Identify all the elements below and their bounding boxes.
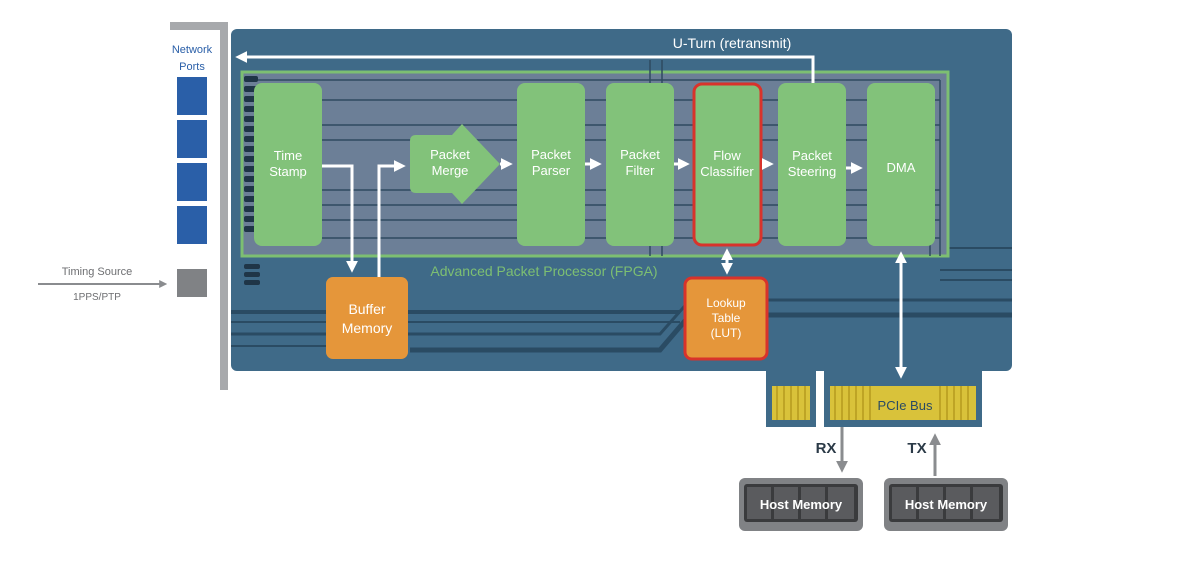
packet-parser-block: Packet Parser bbox=[517, 83, 585, 246]
lookup-table-label-line1: Lookup bbox=[706, 296, 746, 310]
time-stamp-label-line1: Time bbox=[274, 148, 302, 163]
packet-filter-label-line2: Filter bbox=[626, 163, 656, 178]
board-bracket bbox=[170, 22, 228, 390]
buffer-memory-block: Buffer Memory bbox=[326, 277, 408, 359]
packet-filter-label-line1: Packet bbox=[620, 147, 660, 162]
board-traces bbox=[231, 247, 1012, 353]
flow-classifier-label-line2: Classifier bbox=[700, 164, 754, 179]
fpga-label: Advanced Packet Processor (FPGA) bbox=[430, 263, 657, 279]
lookup-table-label-line2: Table bbox=[712, 311, 741, 325]
host-memory-rx-label: Host Memory bbox=[760, 497, 843, 512]
dma-label: DMA bbox=[887, 160, 916, 175]
packet-parser-label-line2: Parser bbox=[532, 163, 571, 178]
dma-block: DMA bbox=[867, 83, 935, 246]
uturn-arrow bbox=[235, 51, 815, 84]
tx-label: TX bbox=[907, 440, 926, 457]
buffer-memory-label-line1: Buffer bbox=[348, 301, 385, 317]
arrow-buffer-to-merge bbox=[377, 160, 406, 277]
network-port-4 bbox=[177, 206, 207, 244]
host-memory-rx: Host Memory bbox=[739, 478, 863, 531]
packet-parser-label-line1: Packet bbox=[531, 147, 571, 162]
network-port-2 bbox=[177, 120, 207, 158]
network-port-1 bbox=[177, 77, 207, 115]
host-memory-tx-label: Host Memory bbox=[905, 497, 988, 512]
timing-port bbox=[177, 269, 207, 297]
lookup-table-label-line3: (LUT) bbox=[711, 326, 742, 340]
timing-source-label: Timing Source bbox=[62, 266, 133, 278]
packet-steering-label-line2: Steering bbox=[788, 164, 836, 179]
rx-label: RX bbox=[816, 440, 837, 457]
network-ports-label-line2: Ports bbox=[179, 61, 205, 73]
packet-merge-block: Packet Merge bbox=[410, 124, 500, 204]
time-stamp-block: Time Stamp bbox=[254, 83, 322, 246]
packet-filter-block: Packet Filter bbox=[606, 83, 674, 246]
pcie-connector: PCIe Bus bbox=[766, 371, 982, 427]
network-ports-label-line1: Network bbox=[172, 44, 213, 56]
uturn-label: U-Turn (retransmit) bbox=[673, 35, 792, 51]
host-memory-tx: Host Memory bbox=[884, 478, 1008, 531]
board-connector-ticks bbox=[244, 264, 260, 285]
flow-classifier-block: Flow Classifier bbox=[692, 82, 763, 247]
pcie-bus-label: PCIe Bus bbox=[878, 398, 933, 413]
arrow-timestamp-to-buffer bbox=[322, 164, 358, 273]
packet-merge-label-line1: Packet bbox=[430, 147, 470, 162]
network-port-3 bbox=[177, 163, 207, 201]
flow-classifier-label-line1: Flow bbox=[713, 148, 741, 163]
packet-steering-label-line1: Packet bbox=[792, 148, 832, 163]
time-stamp-label-line2: Stamp bbox=[269, 164, 307, 179]
packet-steering-block: Packet Steering bbox=[778, 83, 846, 246]
packet-merge-label-line2: Merge bbox=[432, 163, 469, 178]
lookup-table-block: Lookup Table (LUT) bbox=[683, 276, 769, 361]
flow-arrows bbox=[322, 158, 863, 277]
buffer-memory-label-line2: Memory bbox=[342, 320, 393, 336]
timing-protocol-label: 1PPS/PTP bbox=[73, 292, 121, 303]
